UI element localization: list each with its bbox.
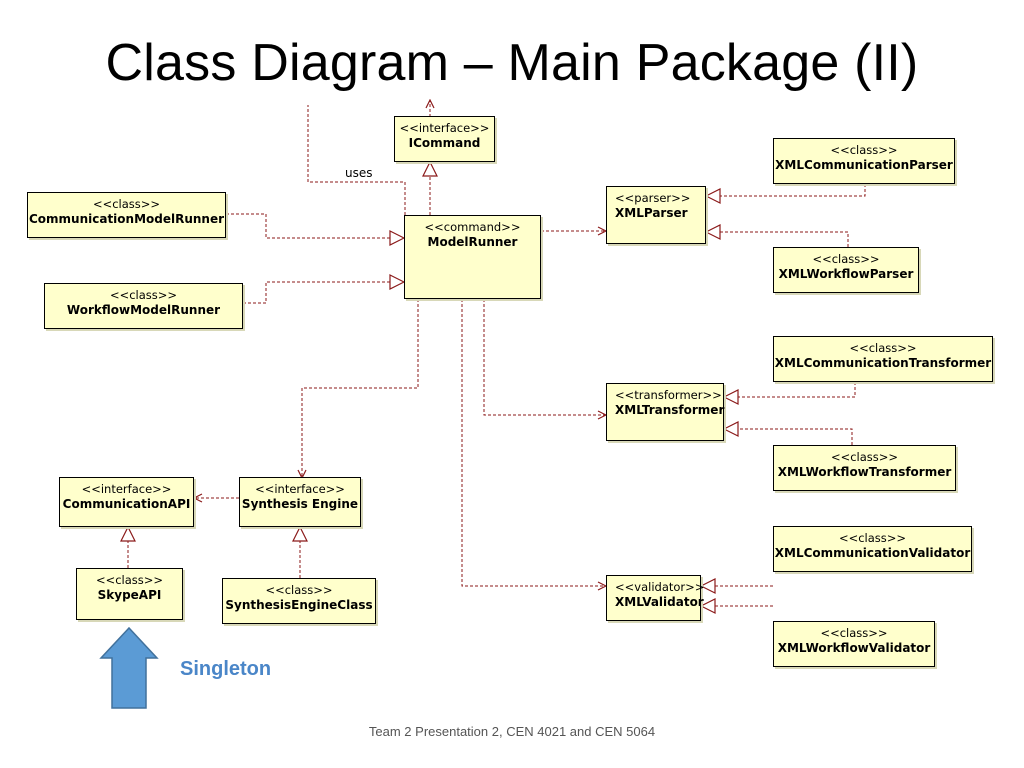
class-xmltransformer: <<transformer>> XMLTransformer [606,383,724,441]
class-xmlparser: <<parser>> XMLParser [606,186,706,244]
class-xmlwftransformer: <<class>> XMLWorkflowTransformer [773,445,956,491]
class-wfmodelrunner: <<class>> WorkflowModelRunner [44,283,243,329]
stereotype-commapi: <<interface>> [81,482,172,496]
classname-xmlvalidator: XMLValidator [615,595,704,609]
stereotype-skypeapi: <<class>> [95,573,164,587]
class-modelrunner: <<command>> ModelRunner [404,215,541,299]
xmlwftransformer-xmltransformer-link [724,429,853,445]
stereotype-icommand: <<interface>> [399,121,490,135]
stereotype-synthengineclass: <<class>> [265,583,333,597]
classname-xmlparser: XMLParser [615,206,688,220]
stereotype-xmlcommparser: <<class>> [830,143,898,157]
class-xmlwfparser: <<class>> XMLWorkflowParser [773,247,919,293]
class-skypeapi: <<class>> SkypeAPI [76,568,183,620]
stereotype-modelrunner: <<command>> [424,220,521,234]
classname-commmodelrunner: CommunicationModelRunner [28,212,225,226]
commmodelrunner-modelrunner-link [226,213,404,238]
slide-footer: Team 2 Presentation 2, CEN 4021 and CEN … [368,724,656,739]
class-commapi: <<interface>> CommunicationAPI [59,477,194,527]
classname-xmlwftransformer: XMLWorkflowTransformer [777,465,952,479]
uses-dependency [307,105,406,215]
stereotype-xmltransformer: <<transformer>> [615,388,722,402]
classname-xmlcommvalidator: XMLCommunicationValidator [774,546,971,560]
classname-xmlcommparser: XMLCommunicationParser [775,158,953,172]
class-synthengineclass: <<class>> SynthesisEngineClass [222,578,376,624]
stereotype-xmlcommtransformer: <<class>> [849,341,917,355]
class-icommand: <<interface>> ICommand [394,116,495,162]
classname-xmlcommtransformer: XMLCommunicationTransformer [774,356,992,370]
classname-xmltransformer: XMLTransformer [615,403,725,417]
classname-skypeapi: SkypeAPI [97,588,162,602]
stereotype-xmlwftransformer: <<class>> [830,450,899,464]
stereotype-xmlwfvalidator: <<class>> [820,626,888,640]
classname-synthengineclass: SynthesisEngineClass [225,598,373,612]
stereotype-xmlcommvalidator: <<class>> [838,531,907,545]
modelrunner-xmlvalidator-link [461,299,606,586]
xmlwfparser-xmlparser-link [706,232,849,247]
stereotype-xmlparser: <<parser>> [615,191,691,205]
classname-commapi: CommunicationAPI [62,497,191,511]
class-xmlcommparser: <<class>> XMLCommunicationParser [773,138,955,184]
classname-modelrunner: ModelRunner [427,235,518,249]
uses-label: uses [345,166,373,180]
classname-xmlwfparser: XMLWorkflowParser [778,267,914,281]
modelrunner-xmltransformer-link [483,299,606,415]
stereotype-commmodelrunner: <<class>> [92,197,161,211]
class-synthengine: <<interface>> Synthesis Engine [239,477,361,527]
classname-icommand: ICommand [408,136,481,150]
slide-title: Class Diagram – Main Package (II) [105,34,919,92]
wfmodelrunner-modelrunner-link [243,282,404,304]
xmlcommtransformer-xmltransformer-link [724,382,856,397]
class-commmodelrunner: <<class>> CommunicationModelRunner [27,192,226,238]
stereotype-xmlwfparser: <<class>> [812,252,880,266]
classname-xmlwfvalidator: XMLWorkflowValidator [777,641,931,655]
singleton-label: Singleton [180,658,272,680]
xmlcommparser-xmlparser-link [706,184,866,196]
classname-synthengine: Synthesis Engine [241,497,359,511]
class-xmlcommtransformer: <<class>> XMLCommunicationTransformer [773,336,993,382]
modelrunner-synthengine-link [302,299,419,478]
stereotype-xmlvalidator: <<validator>> [615,580,705,594]
class-xmlwfvalidator: <<class>> XMLWorkflowValidator [773,621,935,667]
stereotype-synthengine: <<interface>> [255,482,345,496]
singleton-arrow-icon [99,626,159,709]
class-xmlcommvalidator: <<class>> XMLCommunicationValidator [773,526,972,572]
stereotype-wfmodelrunner: <<class>> [109,288,178,302]
class-xmlvalidator: <<validator>> XMLValidator [606,575,705,621]
classname-wfmodelrunner: WorkflowModelRunner [66,303,221,317]
